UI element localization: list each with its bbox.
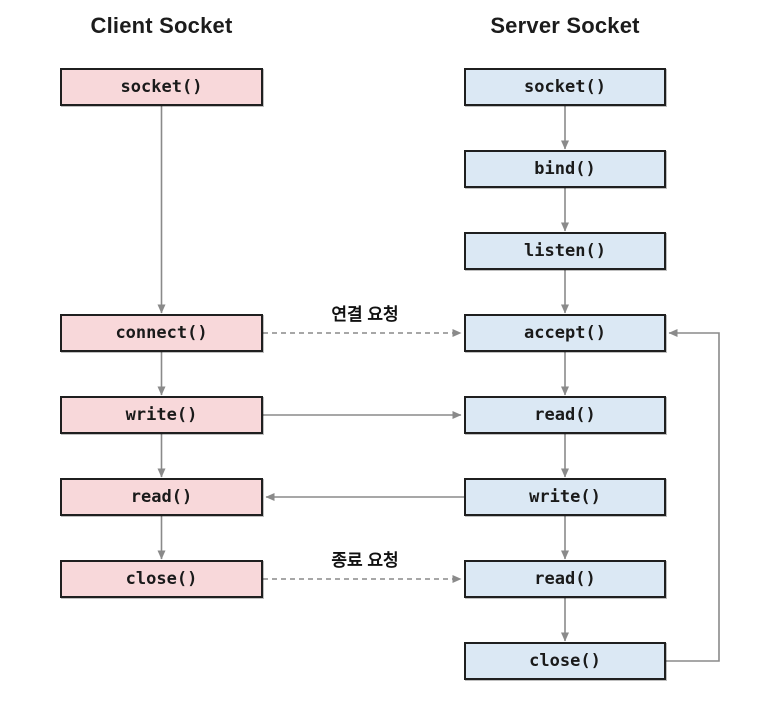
server-box-close: close()	[464, 642, 666, 680]
termination-request-label: 종료 요청	[331, 551, 399, 570]
client-column-title: Client Socket	[90, 13, 233, 38]
client-box-read: read()	[60, 478, 263, 516]
arrow-server-close-loop-to-accept	[666, 329, 720, 662]
client-box-write: write()	[60, 396, 263, 434]
server-box-read-2: read()	[464, 560, 666, 598]
client-box-close: close()	[60, 560, 263, 598]
server-box-write: write()	[464, 478, 666, 516]
server-column-title: Server Socket	[490, 13, 640, 38]
client-box-socket: socket()	[60, 68, 263, 106]
connection-request-label: 연결 요청	[331, 305, 399, 324]
server-box-accept: accept()	[464, 314, 666, 352]
server-box-read-1: read()	[464, 396, 666, 434]
client-box-connect: connect()	[60, 314, 263, 352]
server-box-socket: socket()	[464, 68, 666, 106]
server-box-bind: bind()	[464, 150, 666, 188]
server-box-listen: listen()	[464, 232, 666, 270]
